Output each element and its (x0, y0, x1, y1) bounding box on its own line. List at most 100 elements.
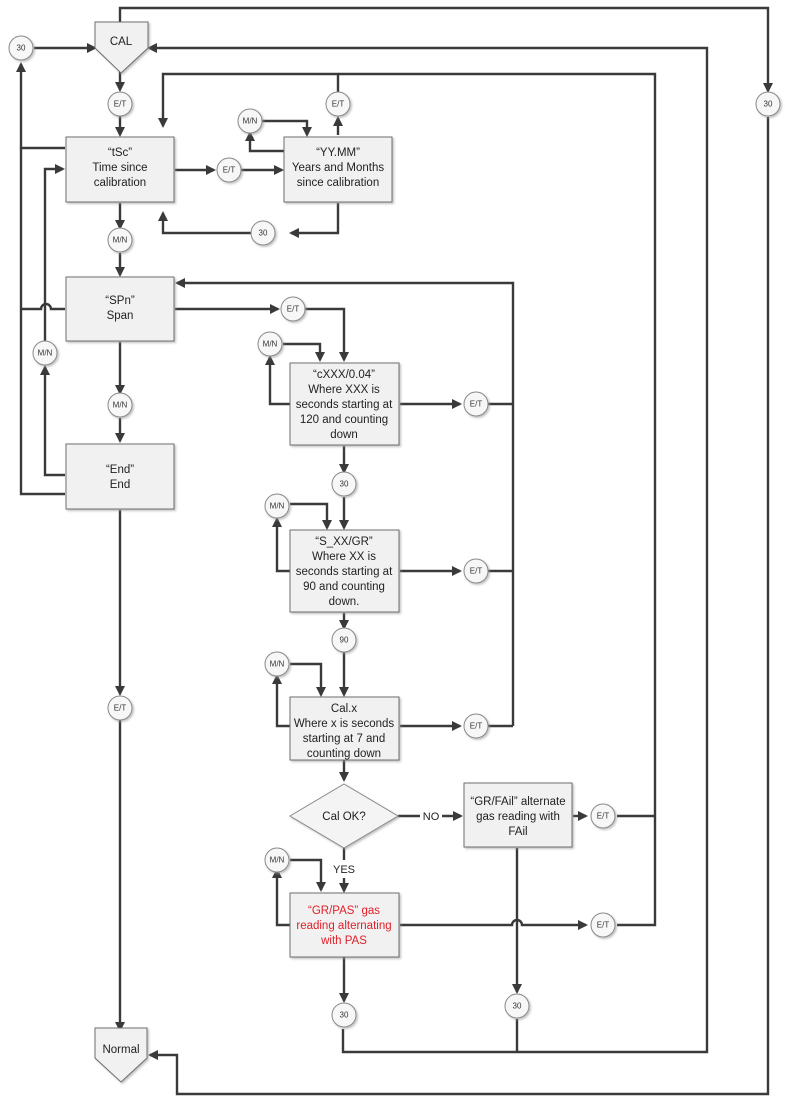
state-tsc-line: Time since (92, 162, 147, 174)
state-calx: Cal.x Where x is seconds starting at 7 a… (289, 696, 400, 761)
edge-bottom-cal (147, 43, 709, 1054)
event-label: E/T (470, 567, 483, 576)
event-et: E/T (280, 296, 306, 322)
event-label: E/T (287, 305, 300, 314)
event-et: E/T (463, 558, 489, 584)
event-mn: M/N (32, 340, 58, 366)
state-pas-line: “GR/PAS” gas (308, 905, 380, 917)
state-pas-line: with PAS (320, 935, 367, 947)
edge-yymm-mn (245, 131, 285, 153)
event-label: 30 (340, 480, 349, 489)
event-label: 30 (17, 44, 26, 53)
state-yymm-line: “YY.MM” (316, 147, 360, 159)
event-label: 30 (764, 100, 773, 109)
event-label: M/N (113, 236, 128, 245)
event-label: E/T (470, 722, 483, 731)
state-cxxx-line: down (330, 429, 358, 441)
event-et: E/T (590, 912, 616, 938)
edge-mn-calx (290, 662, 326, 697)
terminal-cal-label: CAL (110, 36, 133, 48)
state-spn-line: Span (107, 310, 134, 322)
state-pas: “GR/PAS” gas reading alternating with PA… (289, 892, 400, 958)
edge-30-normal (148, 117, 770, 1096)
edge-30-tsc (158, 211, 251, 235)
edge-calx-mn (272, 674, 290, 728)
edge-et-tsc-top (158, 72, 340, 128)
event-mn: M/N (264, 847, 290, 873)
state-cxxx-line: 120 and counting (300, 414, 388, 426)
state-tsc-line: “tSc” (108, 147, 132, 159)
state-end: “End” End (65, 443, 175, 510)
event-label: E/T (332, 100, 345, 109)
event-label: 30 (259, 229, 268, 238)
event-label: E/T (223, 166, 236, 175)
state-fail-line: “GR/FAil” alternate (470, 796, 565, 808)
edge-et-655b (338, 72, 657, 927)
state-cxxx: “cXXX/0.04” Where XXX is seconds startin… (289, 362, 400, 446)
edge-tsc-30 (16, 62, 65, 150)
branch-label-no: NO (423, 811, 440, 823)
edge-spn-left (21, 302, 65, 311)
edge-end-mn (40, 365, 65, 477)
event-timeout-30: 30 (250, 220, 276, 246)
event-et: E/T (216, 157, 242, 183)
edge-yymm-30 (289, 203, 340, 238)
state-calx-line: starting at 7 and (303, 733, 385, 745)
edge-mn-cxxx (283, 342, 325, 362)
event-mn: M/N (237, 108, 263, 134)
state-calx-line: Cal.x (331, 703, 357, 715)
terminal-normal: Normal (94, 1027, 148, 1083)
state-sxx-line: “S_XX/GR” (315, 536, 373, 548)
event-label: E/T (597, 812, 610, 821)
state-end-line: End (110, 479, 130, 491)
state-fail: “GR/FAil” alternate gas reading with FAi… (463, 782, 573, 848)
event-et: E/T (107, 91, 133, 117)
edge-sxx-mn (272, 517, 290, 573)
event-nodes: 30 30 E/T E/T E/T M/N 30 M/N M/N M/N E/T… (8, 35, 781, 1028)
edge-cxxx-mn (265, 355, 290, 406)
edge-pas-et (400, 918, 588, 930)
event-label: E/T (114, 704, 127, 713)
decision-label: Cal OK? (322, 811, 365, 823)
event-label: M/N (113, 401, 128, 410)
state-sxx-line: down. (329, 596, 360, 608)
event-mn: M/N (264, 493, 290, 519)
edge-mn-yymm (261, 119, 312, 137)
event-et: E/T (463, 713, 489, 739)
event-mn: M/N (107, 392, 133, 418)
event-label: E/T (470, 400, 483, 409)
state-spn-line: “SPn” (105, 295, 135, 307)
event-label: 30 (513, 1002, 522, 1011)
event-label: M/N (270, 660, 285, 669)
terminal-normal-label: Normal (102, 1044, 139, 1056)
event-et: E/T (107, 695, 133, 721)
state-cxxx-line: “cXXX/0.04” (313, 369, 375, 381)
event-label: E/T (114, 100, 127, 109)
state-fail-line: FAil (508, 826, 527, 838)
state-cxxx-line: Where XXX is (308, 384, 380, 396)
edge-mn-tsc (43, 164, 65, 341)
state-tsc-line: calibration (94, 177, 146, 189)
event-mn: M/N (257, 331, 283, 357)
edge-mn-sxx (290, 502, 332, 530)
edge-pas-mn (272, 868, 290, 927)
event-label: 90 (340, 636, 349, 645)
edge-et-cxxx (305, 307, 349, 362)
event-et: E/T (325, 91, 351, 117)
event-label: M/N (263, 340, 278, 349)
connectors (16, 6, 773, 1096)
state-sxx: “S_XX/GR” Where XX is seconds starting a… (289, 529, 400, 613)
state-yymm-line: since calibration (297, 177, 379, 189)
event-label: M/N (270, 502, 285, 511)
edge-end-left (19, 148, 65, 496)
state-cxxx-line: seconds starting at (296, 399, 393, 411)
event-timeout-30: 30 (504, 993, 530, 1019)
event-timeout-90: 90 (331, 627, 357, 653)
event-label: M/N (243, 117, 258, 126)
edge-return-spn (175, 278, 515, 726)
event-mn: M/N (107, 227, 133, 253)
state-yymm-line: Years and Months (292, 162, 385, 174)
terminal-cal: CAL (94, 21, 149, 74)
state-sxx-line: Where XX is (312, 551, 376, 563)
